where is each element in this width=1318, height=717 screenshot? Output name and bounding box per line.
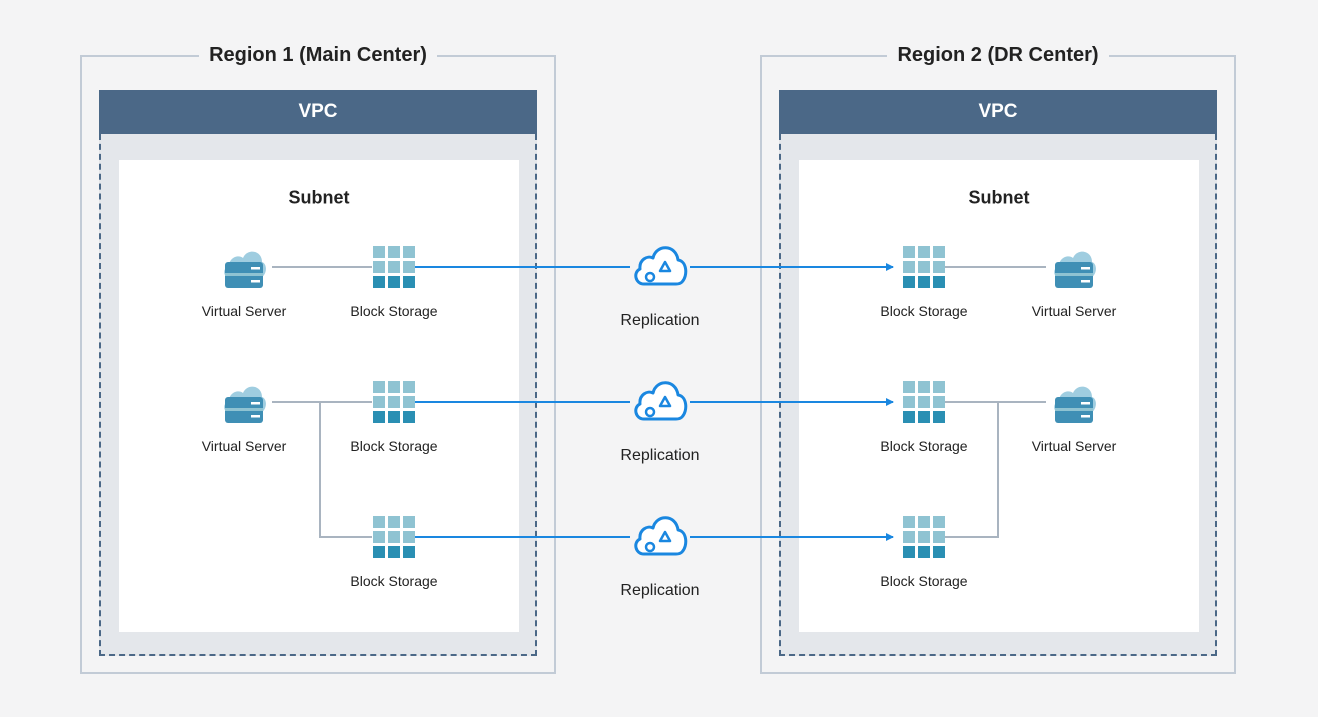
subnet-title: Subnet: [968, 187, 1030, 208]
subnet: [799, 160, 1199, 632]
block-storage-icon: [903, 516, 945, 558]
block-storage-icon: [373, 381, 415, 423]
connector-line: [945, 402, 999, 538]
cloud-server-icon: [224, 251, 266, 288]
cloud-replication-icon: [634, 516, 688, 556]
virtual-server-label: Virtual Server: [201, 303, 287, 319]
block-storage-label: Block Storage: [880, 438, 968, 454]
cloud-server-icon: [224, 386, 266, 423]
cloud-server-icon: [1054, 386, 1096, 423]
cloud-replication-icon: [634, 246, 688, 286]
vpc-header: VPC: [779, 90, 1217, 134]
block-storage-icon: [903, 381, 945, 423]
region-dr-center: Region 2 (DR Center): [760, 39, 1236, 674]
connector-line: [319, 402, 372, 538]
subnet: [119, 160, 519, 632]
replication-label: Replication: [620, 582, 700, 599]
replication-label: Replication: [620, 312, 700, 329]
block-storage-icon: [903, 246, 945, 288]
cloud-server-icon: [1054, 251, 1096, 288]
block-storage-label: Block Storage: [880, 303, 968, 319]
block-storage-label: Block Storage: [350, 573, 438, 589]
block-storage-label: Block Storage: [350, 438, 438, 454]
cloud-replication-icon: [634, 381, 688, 421]
block-storage-icon: [373, 246, 415, 288]
replication-label: Replication: [620, 447, 700, 464]
block-storage-icon: [373, 516, 415, 558]
virtual-server-label: Virtual Server: [201, 438, 287, 454]
region-title: Region 2 (DR Center): [887, 39, 1109, 71]
block-storage-label: Block Storage: [880, 573, 968, 589]
region-title: Region 1 (Main Center): [199, 39, 437, 71]
virtual-server-label: Virtual Server: [1031, 303, 1117, 319]
vpc-header: VPC: [99, 90, 537, 134]
virtual-server-label: Virtual Server: [1031, 438, 1117, 454]
subnet-title: Subnet: [288, 187, 350, 208]
block-storage-label: Block Storage: [350, 303, 438, 319]
region-main-center: Region 1 (Main Center): [80, 39, 556, 674]
